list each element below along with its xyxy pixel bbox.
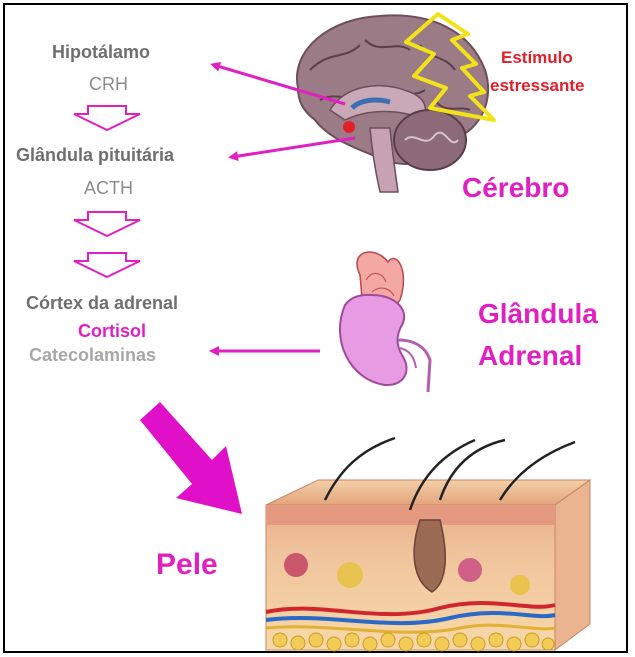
- label-pituitary: Glândula pituitária: [16, 145, 174, 166]
- arrow-acth-to-adrenal: [74, 253, 140, 277]
- label-crh: CRH: [89, 74, 128, 95]
- label-acth: ACTH: [84, 178, 133, 199]
- label-stimulus-line1: Estímulo: [501, 48, 573, 68]
- adrenal-kidney-illustration: [340, 252, 430, 392]
- label-skin: Pele: [156, 548, 218, 582]
- label-brain: Cérebro: [462, 172, 569, 204]
- label-adrenal-line2: Adrenal: [478, 340, 582, 372]
- label-cortisol: Cortisol: [78, 321, 146, 342]
- label-stimulus-line2: estressante: [490, 76, 585, 96]
- arrow-to-skin: [140, 402, 242, 514]
- label-adrenal-cortex: Córtex da adrenal: [26, 293, 178, 314]
- label-catecholamines: Catecolaminas: [29, 345, 156, 366]
- label-adrenal-line1: Glândula: [478, 298, 598, 330]
- arrow-hypothalamus-to-pituitary: [74, 106, 140, 130]
- brain-illustration: [297, 15, 488, 192]
- label-hypothalamus: Hipotálamo: [52, 42, 150, 63]
- arrow-pituitary-to-acth: [74, 212, 140, 236]
- skin-illustration: [266, 438, 590, 651]
- arrow-brain-to-pituitary: [232, 138, 355, 157]
